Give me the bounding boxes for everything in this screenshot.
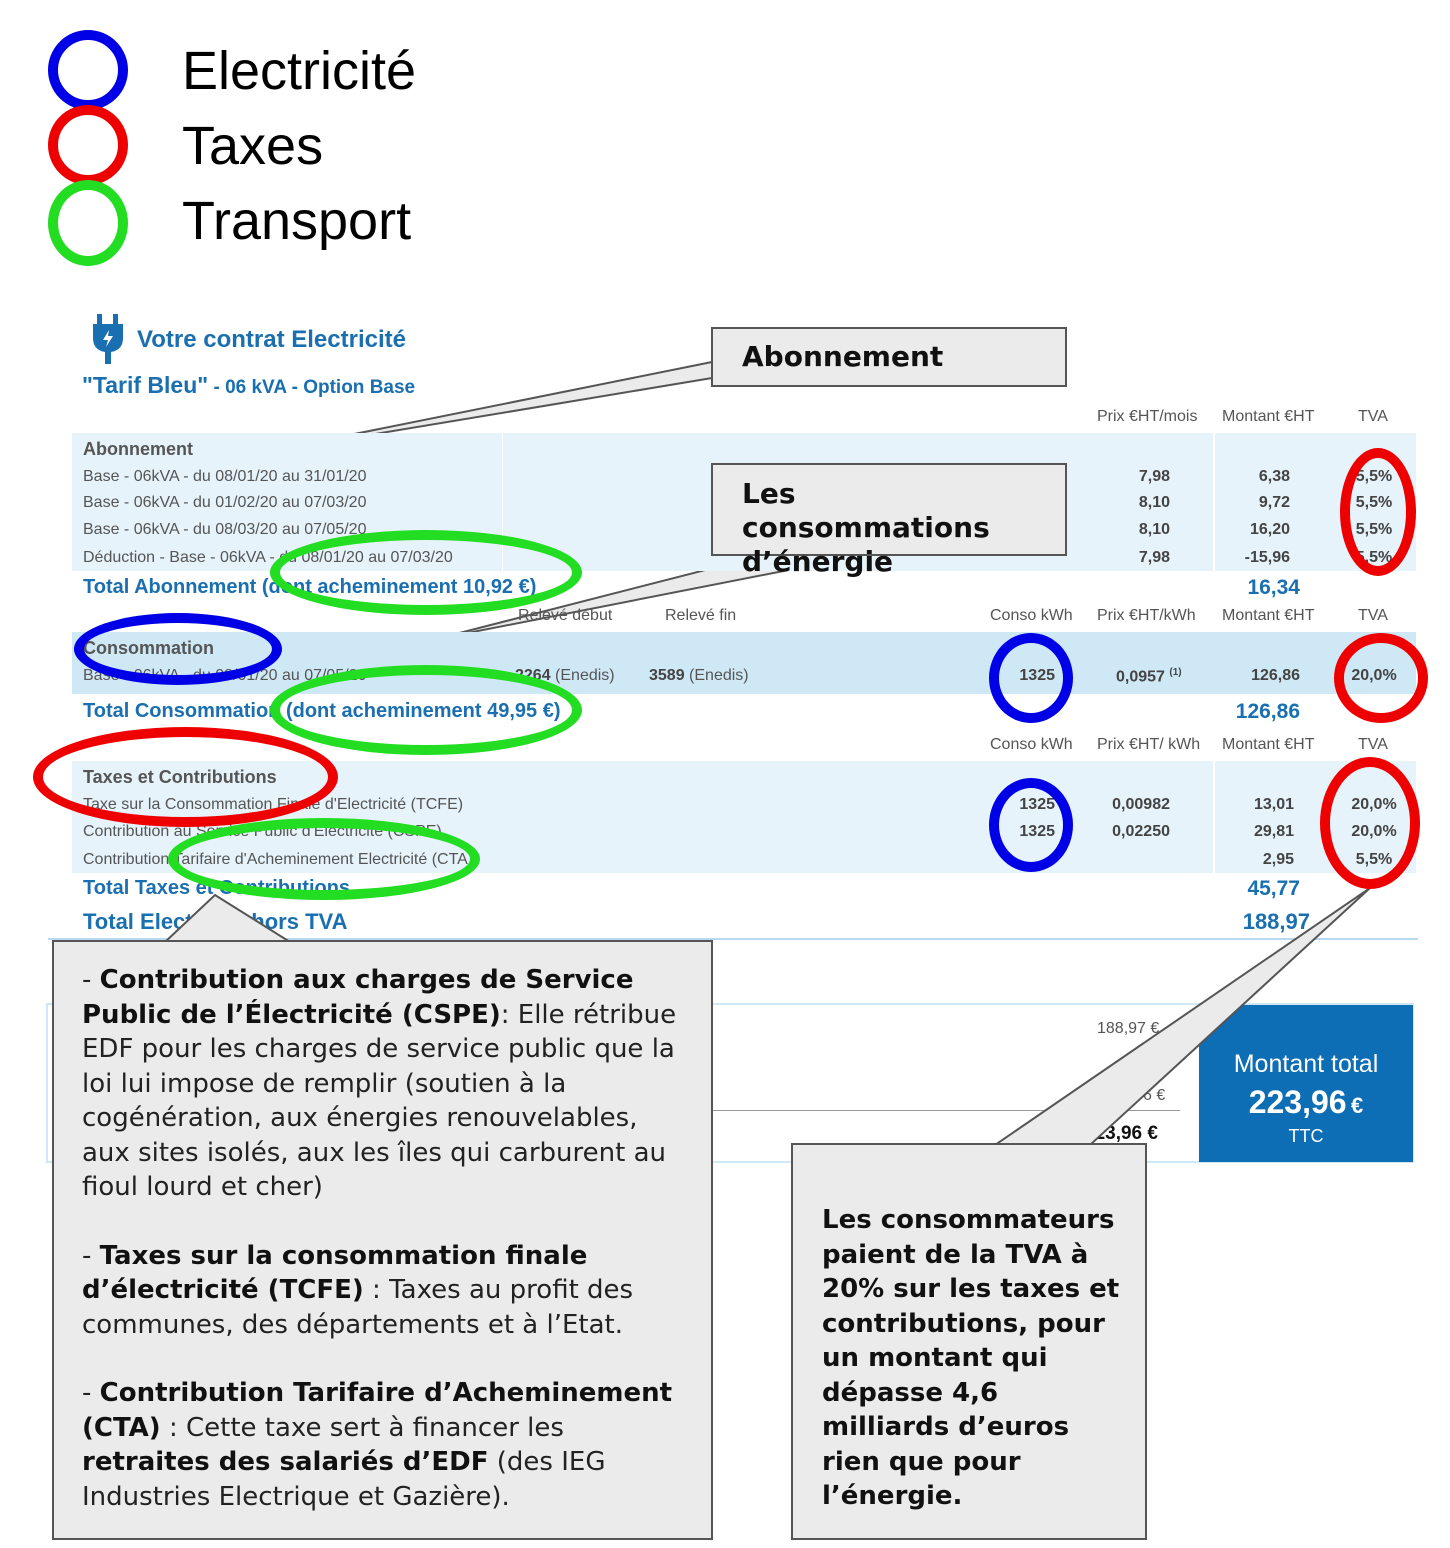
callout-abonnement xyxy=(711,327,1067,387)
taxes-row-prix: 0,02250 xyxy=(1112,823,1170,840)
abonnement-row-label: Base - 06kVA - du 01/02/20 au 07/03/20 xyxy=(83,494,367,511)
info-box-right xyxy=(791,1143,1147,1540)
montant-total-value: 223,96 xyxy=(1248,1084,1347,1120)
info-cta-text: : Cette taxe sert à financer les xyxy=(160,1412,564,1443)
header-releve-debut: Relevé début xyxy=(518,607,613,624)
annotation-green-ring-acheminement-abonnement xyxy=(270,530,582,615)
info-prefix: - xyxy=(82,1378,100,1408)
info-tcfe-title: Taxes sur la consommation finale d’élect… xyxy=(82,1240,588,1306)
summary-frame xyxy=(46,1003,1414,1163)
releve-fin-source: (Enedis) xyxy=(689,667,749,684)
montant-total-currency: € xyxy=(1351,1093,1364,1118)
taxes-row-montant: 13,01 xyxy=(1253,796,1294,813)
header-montant: Montant €HT xyxy=(1222,607,1315,624)
tarif-name: "Tarif Bleu" xyxy=(82,372,209,398)
header-tva: TVA xyxy=(1358,736,1388,753)
callout-consommations-text: Les consommations d’énergie xyxy=(742,477,990,578)
annotation-green-ring-acheminement-consommation xyxy=(270,665,582,755)
header-tva: TVA xyxy=(1358,408,1388,425)
info-cta-text-2: (des IEG Industries Electrique et Gazièr… xyxy=(82,1447,606,1512)
header-conso: Conso kWh xyxy=(990,736,1073,753)
info-prefix: - xyxy=(82,965,100,995)
total-divider xyxy=(48,938,1418,940)
total-electricite-value: 188,97 xyxy=(1242,909,1310,934)
abonnement-row-montant: 16,20 xyxy=(1249,521,1290,538)
abonnement-row-montant: -15,96 xyxy=(1244,549,1290,566)
annotation-green-ring-cta xyxy=(168,818,480,900)
abonnement-row-montant: 9,72 xyxy=(1258,494,1290,511)
releve-fin-value: 3589 (Enedis) xyxy=(649,667,749,685)
taxes-row-prix: 0,00982 xyxy=(1112,796,1170,813)
abonnement-total-value: 16,34 xyxy=(1247,576,1300,599)
contract-tarif: "Tarif Bleu" - 06 kVA - Option Base xyxy=(82,372,415,399)
info-cspe-title: Contribution aux charges de Service Publ… xyxy=(82,965,634,1030)
abonnement-row-label: Base - 06kVA - du 08/03/20 au 07/05/20 xyxy=(83,521,367,538)
consommation-band xyxy=(72,632,1416,694)
montant-total-label: Montant total xyxy=(1233,1050,1379,1078)
legend-label-taxes: Taxes xyxy=(182,116,324,176)
legend-green-circle xyxy=(48,180,128,266)
consommation-prix-note: (1) xyxy=(1169,667,1182,678)
consommation-montant: 126,86 xyxy=(1251,667,1300,684)
contract-title: Votre contrat Electricité xyxy=(137,326,406,353)
annotation-blue-ring-consommation xyxy=(74,613,282,685)
abonnement-row-montant: 6,38 xyxy=(1258,468,1290,485)
header-montant: Montant €HT xyxy=(1222,736,1315,753)
annotation-red-ring-taxes-title xyxy=(33,727,338,827)
taxes-row-montant: 2,95 xyxy=(1262,851,1294,868)
header-prix-kwh: Prix €HT/ kWh xyxy=(1097,736,1201,753)
column-divider xyxy=(1213,433,1215,571)
abonnement-row-prix: 7,98 xyxy=(1138,549,1170,566)
info-box-left xyxy=(52,940,713,1540)
abonnement-row-prix: 8,10 xyxy=(1138,521,1170,538)
info-box-left-text: - Contribution aux charges de Service Pu… xyxy=(82,963,682,1548)
montant-total-ttc: TTC xyxy=(1288,1126,1324,1146)
abonnement-row-prix: 8,10 xyxy=(1138,494,1170,511)
header-conso: Conso kWh xyxy=(990,607,1073,624)
info-tcfe-text: : Taxes au profit des communes, des dépa… xyxy=(82,1275,634,1340)
legend-label-transport: Transport xyxy=(182,191,412,251)
column-divider xyxy=(502,433,503,571)
releve-fin-number: 3589 xyxy=(649,667,685,684)
consommation-total-value: 126,86 xyxy=(1235,700,1300,723)
abonnement-row-prix: 7,98 xyxy=(1138,468,1170,485)
summary-line-1: 188,97 € xyxy=(1097,1020,1160,1037)
callout-abonnement-text: Abonnement xyxy=(742,340,944,373)
info-cta-title: Contribution Tarifaire d’Acheminement (C… xyxy=(82,1378,673,1443)
info-prefix: - xyxy=(82,1240,100,1271)
abonnement-row-label: Base - 06kVA - du 08/01/20 au 31/01/20 xyxy=(83,468,367,485)
montant-total-box xyxy=(1199,1005,1413,1162)
info-cta-highlight: retraites des salariés d’EDF xyxy=(82,1447,489,1477)
header-releve-fin: Relevé fin xyxy=(665,607,737,624)
annotation-blue-ring-kwh-taxes xyxy=(989,778,1073,872)
annotation-blue-ring-kwh xyxy=(989,633,1073,723)
annotation-red-ring-tva-consommation xyxy=(1334,633,1428,723)
info-cspe: - Contribution aux charges de Service Pu… xyxy=(82,963,682,1205)
taxes-row-montant: 29,81 xyxy=(1253,823,1294,840)
callout-consommations xyxy=(711,463,1067,556)
info-box-right-text: Les consommateurs paient de la TVA à 20%… xyxy=(822,1205,1120,1511)
annotation-red-ring-tva-abonnement xyxy=(1340,448,1416,576)
legend-label-electricite: Electricité xyxy=(182,41,417,101)
header-prix-mois: Prix €HT/mois xyxy=(1097,408,1198,425)
consommation-prix-value: 0,0957 xyxy=(1116,668,1165,686)
column-divider xyxy=(1213,761,1215,873)
abonnement-title: Abonnement xyxy=(83,439,193,459)
montant-total-amount: 223,96 € xyxy=(1199,1084,1413,1121)
info-cta: - Contribution Tarifaire d’Acheminement … xyxy=(82,1376,682,1514)
info-cspe-text: : Elle rétribue EDF pour les charges de … xyxy=(82,999,677,1203)
annotation-red-ring-tva-taxes xyxy=(1320,757,1420,889)
info-tcfe: - Taxes sur la consommation finale d’éle… xyxy=(82,1239,682,1343)
tarif-detail: - 06 kVA - Option Base xyxy=(208,377,416,398)
consommation-prix: 0,0957 (1) xyxy=(1116,667,1182,686)
header-montant: Montant €HT xyxy=(1222,408,1315,425)
header-prix-kwh: Prix €HT/kWh xyxy=(1097,607,1196,624)
header-tva: TVA xyxy=(1358,607,1388,624)
summary-divider xyxy=(700,1110,1180,1111)
releve-debut-source: (Enedis) xyxy=(555,667,615,684)
taxes-total-value: 45,77 xyxy=(1247,877,1300,900)
plug-icon xyxy=(93,314,123,364)
